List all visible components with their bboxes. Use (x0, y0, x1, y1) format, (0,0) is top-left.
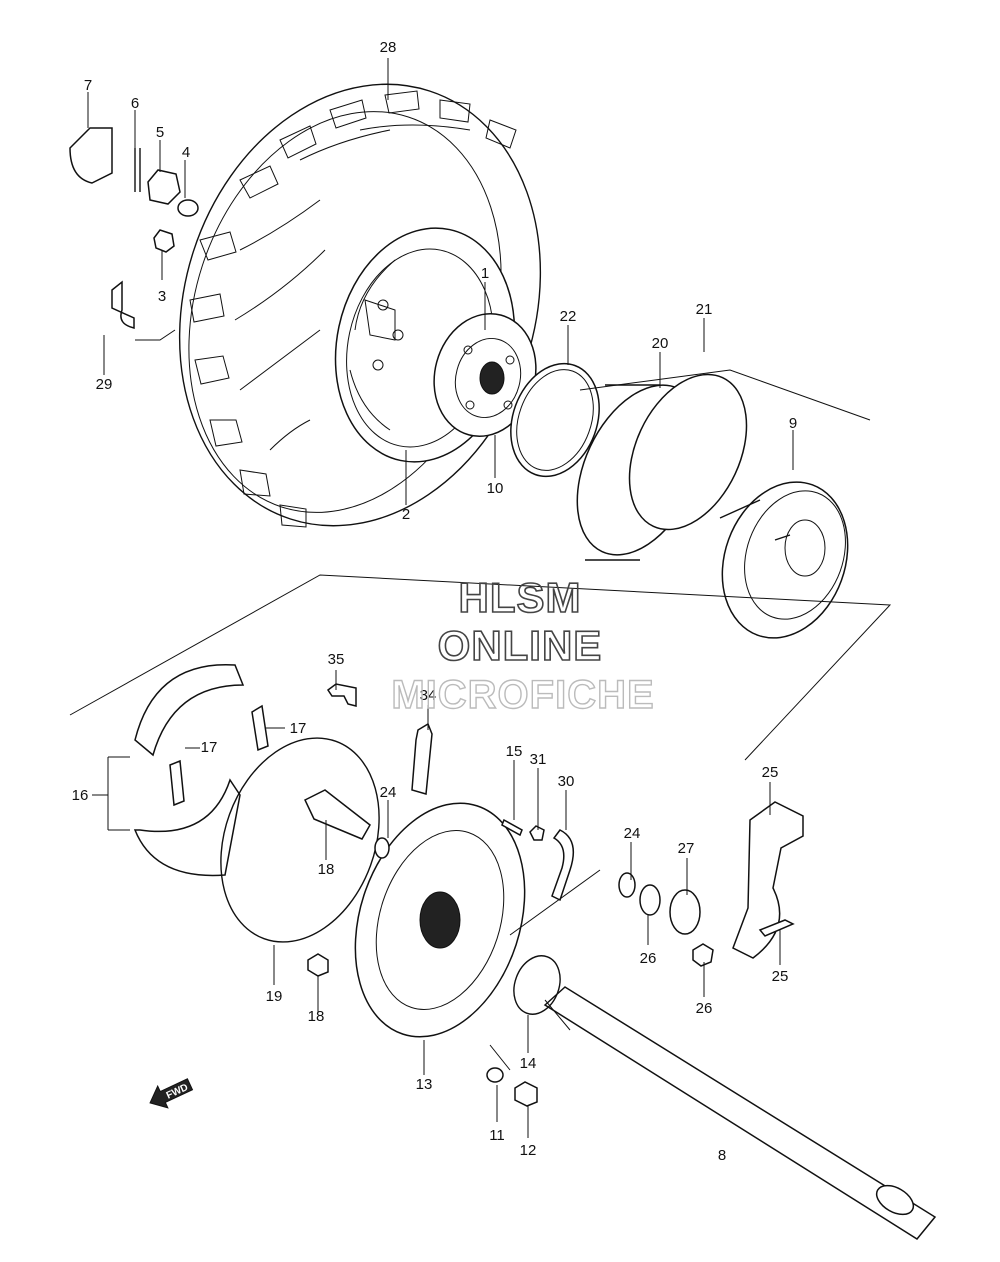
bolt-12 (514, 1081, 538, 1107)
leader-lines (87, 58, 794, 1138)
hub-cap (69, 127, 113, 184)
valve (111, 280, 135, 329)
label-10: 10 (487, 480, 504, 497)
label-13: 13 (416, 1076, 433, 1093)
brake-panel (354, 802, 526, 1038)
label-21: 20 (652, 335, 669, 352)
label-17a: 17 (290, 720, 307, 737)
label-20: 19 (266, 988, 283, 1005)
label-29: 27 (678, 840, 695, 857)
ring-24b (374, 837, 390, 859)
label-31: 29 (96, 376, 113, 393)
label-2: 2 (402, 506, 410, 523)
label-25: 26 (640, 950, 657, 967)
label-11: 11 (489, 1127, 505, 1144)
label-15: 15 (506, 743, 523, 760)
label-24a: 24 (380, 784, 397, 801)
label-34: 34 (420, 687, 437, 704)
group-outline-lower (489, 869, 601, 1071)
label-16: 16 (72, 787, 89, 804)
castle-nut (147, 169, 181, 205)
drum-cover (576, 373, 748, 561)
label-32: 30 (558, 773, 575, 790)
clip-33 (529, 825, 545, 841)
label-1: 1 (481, 265, 489, 282)
fwd-arrow-icon: FWD (149, 1078, 194, 1109)
watermark-line1: HLSM (459, 574, 582, 621)
label-5: 5 (156, 124, 164, 141)
label-18: 18 (318, 861, 335, 878)
nut-28 (692, 943, 714, 967)
label-26: 25 (762, 764, 779, 781)
spring-17a (251, 704, 269, 752)
fwd-text: FWD (165, 1082, 190, 1102)
label-28: 26 (696, 1000, 713, 1017)
label-30: 28 (380, 39, 397, 56)
label-35: 35 (328, 651, 345, 668)
label-23: 22 (560, 308, 577, 325)
watermark-line2: ONLINE (438, 622, 603, 669)
label-9: 9 (789, 415, 797, 432)
pin-15 (501, 818, 523, 837)
label-8: 8 (718, 1147, 726, 1164)
clip-35 (326, 683, 357, 707)
axle (543, 986, 937, 1240)
label-22: 21 (696, 301, 713, 318)
group-outline-upper (69, 574, 892, 761)
o-ring-small (513, 955, 561, 1015)
return-spring (669, 889, 701, 935)
label-12: 12 (520, 1142, 537, 1159)
label-14: 14 (520, 1055, 537, 1072)
washer (177, 199, 199, 217)
brake-shoes (133, 663, 245, 877)
brake-lever (732, 801, 804, 959)
ring-24 (618, 872, 636, 898)
label-33: 31 (530, 751, 547, 768)
spring-17b (169, 759, 185, 807)
cotter-pin (134, 148, 141, 192)
label-4: 4 (182, 144, 190, 161)
label-17b: 17 (201, 739, 218, 756)
label-6: 6 (131, 95, 139, 112)
seal-ring (510, 362, 600, 478)
hub (433, 312, 537, 438)
label-27: 25 (772, 968, 789, 985)
brake-drum (719, 481, 849, 639)
label-3: 3 (158, 288, 166, 305)
ring-25 (639, 884, 661, 916)
label-7: 7 (84, 77, 92, 94)
nut (153, 229, 175, 253)
group-outline-right (579, 369, 871, 421)
link-34 (411, 722, 433, 795)
label-24b: 24 (624, 825, 641, 842)
camshaft (304, 789, 371, 840)
hose-32 (551, 829, 575, 902)
washer-11 (486, 1067, 504, 1083)
bolt-27 (758, 919, 795, 937)
label-19: 18 (308, 1008, 325, 1025)
part-labels: 28 7 6 5 4 3 29 1 2 10 22 20 21 9 35 34 … (72, 39, 798, 1164)
watermark: HLSM ONLINE MICROFICHE (391, 573, 655, 718)
bolt-19 (307, 953, 329, 977)
o-ring (220, 737, 380, 943)
watermark-line3: MICROFICHE (391, 673, 654, 717)
